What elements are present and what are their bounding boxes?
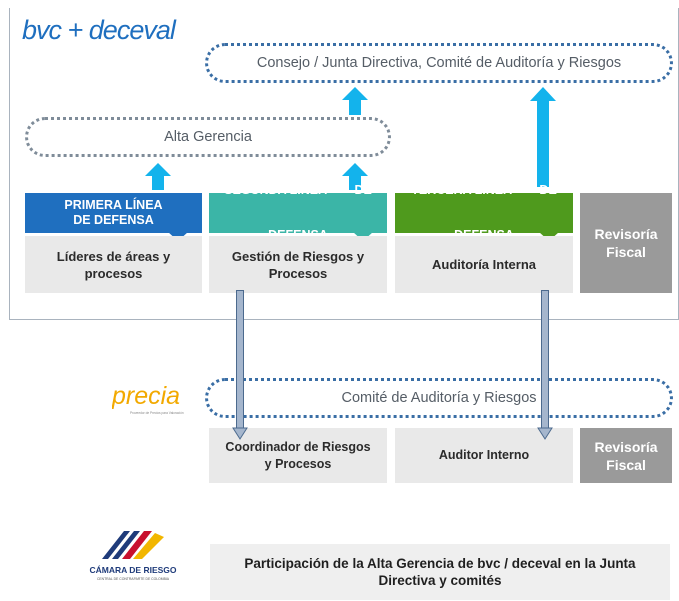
camara-participation-note: Participación de la Alta Gerencia de bvc… xyxy=(210,544,670,600)
first-line-header-text: PRIMERA LÍNEA xyxy=(64,198,163,212)
third-line-body-text: Auditoría Interna xyxy=(431,257,536,272)
internal-auditor-box: Auditor Interno xyxy=(395,428,573,483)
third-line-body: Auditoría Interna xyxy=(395,236,573,293)
third-line-header-text: TERCERA LÍNEA DE xyxy=(411,183,557,197)
senior-management-pill: Alta Gerencia xyxy=(25,117,391,157)
second-line-header-text: SEGUNDA LÍNEA DE xyxy=(224,183,372,197)
arrow-up-icon xyxy=(145,163,171,190)
second-line-body-text: Gestión de Riesgos y Procesos xyxy=(231,248,365,281)
precia-logo-text: precia xyxy=(112,382,180,410)
first-line-body-text: Líderes de áreas y procesos xyxy=(56,248,171,281)
precia-fiscal-review-label: Revisoría Fiscal xyxy=(594,438,658,473)
first-line-header-text: DE DEFENSA xyxy=(73,213,154,227)
precia-logo: precia Proveedor de Precios para Valorac… xyxy=(111,382,202,418)
bvc-deceval-logo-text: bvc + deceval xyxy=(22,15,177,45)
internal-auditor-label: Auditor Interno xyxy=(438,448,530,462)
precia-tagline: Proveedor de Precios para Valoración xyxy=(130,411,184,415)
third-line-header: TERCERA LÍNEA DE DEFENSA xyxy=(395,183,573,242)
arrow-up-icon xyxy=(342,163,368,190)
precia-committee-pill: Comité de Auditoría y Riesgos xyxy=(205,378,673,418)
arrow-down-icon xyxy=(232,290,248,440)
camara-participation-text: Participación de la Alta Gerencia de bvc… xyxy=(244,556,636,588)
board-committee-label: Consejo / Junta Directiva, Comité de Aud… xyxy=(256,55,622,71)
second-line-body: Gestión de Riesgos y Procesos xyxy=(209,236,387,293)
frame-border-left xyxy=(9,8,10,320)
precia-logo-mark: precia Proveedor de Precios para Valorac… xyxy=(111,382,184,415)
arrow-down-icon xyxy=(537,290,553,440)
arrow-up-icon xyxy=(342,87,368,115)
coordinator-box: Coordinador de Riesgos y Procesos xyxy=(209,428,387,483)
first-line-body: Líderes de áreas y procesos xyxy=(25,236,202,293)
arrow-up-icon xyxy=(530,87,556,187)
bvc-deceval-logo: bvc + deceval xyxy=(22,15,178,45)
camara-de-riesgo-logo: CÁMARA DE RIESGO CENTRAL DE CONTRAPARTE … xyxy=(72,525,194,591)
board-committee-pill: Consejo / Junta Directiva, Comité de Aud… xyxy=(205,43,673,83)
camara-name: CÁMARA DE RIESGO xyxy=(89,565,176,575)
fiscal-review-box: Revisoría Fiscal xyxy=(580,193,672,293)
second-line-header: SEGUNDA LÍNEA DE DEFENSA xyxy=(209,183,387,242)
coordinator-label: Coordinador de Riesgos y Procesos xyxy=(225,439,371,471)
camara-tagline: CENTRAL DE CONTRAPARTE DE COLOMBIA xyxy=(97,577,170,581)
precia-fiscal-review-box: Revisoría Fiscal xyxy=(580,428,672,483)
precia-committee-label: Comité de Auditoría y Riesgos xyxy=(341,390,537,406)
first-line-header: PRIMERA LÍNEA DE DEFENSA xyxy=(25,193,202,241)
senior-management-label: Alta Gerencia xyxy=(164,129,252,145)
camara-logo-mark: CÁMARA DE RIESGO CENTRAL DE CONTRAPARTE … xyxy=(89,531,177,581)
fiscal-review-label: Revisoría Fiscal xyxy=(594,226,658,260)
